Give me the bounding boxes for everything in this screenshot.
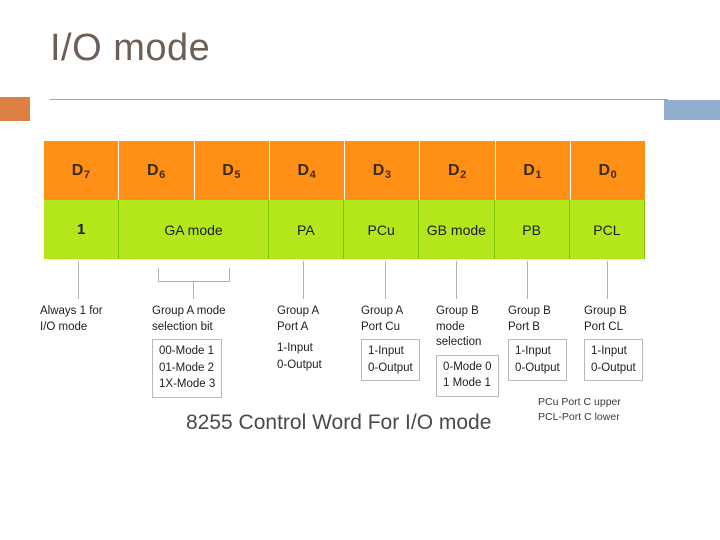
leader-bracket-ga-mode (158, 268, 230, 282)
control-word-bit-row: D7 D6 D5 D4 D3 D2 D1 D0 (44, 141, 645, 200)
annotation-group-b-port-cl: Group B Port CL 1-Input 0-Output (584, 304, 646, 382)
diagram-caption: 8255 Control Word For I/O mode (186, 411, 492, 434)
bit-label-d3: D3 (372, 161, 392, 181)
field-label-pcu: PCu (367, 221, 395, 238)
annotation-caption: Group B Port B (508, 305, 551, 333)
leader-line-ga-mode (193, 281, 194, 299)
leader-line-pa (303, 261, 304, 299)
bit-cell-d1: D1 (496, 141, 571, 200)
annotation-detail: 1-Input 0-Output (277, 342, 322, 371)
annotation-group-a-mode: Group A mode selection bit 00-Mode 1 01-… (152, 304, 262, 399)
field-label-pa: PA (297, 221, 315, 238)
bit-label-d4: D4 (297, 161, 317, 181)
field-label-pb: PB (522, 221, 541, 238)
annotation-group-b-port-b: Group B Port B 1-Input 0-Output (508, 304, 570, 382)
bit-cell-d6: D6 (119, 141, 195, 200)
bit-cell-d3: D3 (345, 141, 421, 200)
field-cell-pcl: PCL (570, 200, 645, 259)
field-cell-always-one: 1 (44, 200, 120, 259)
annotation-caption: Group A mode selection bit (152, 305, 226, 333)
field-label-ga-mode: GA mode (164, 221, 223, 238)
bit-label-d1: D1 (523, 161, 542, 181)
bit-cell-d2: D2 (420, 141, 496, 200)
annotation-caption: Group B mode selection (436, 305, 482, 349)
leader-line-pcu (385, 261, 386, 299)
leader-line-pcl (607, 261, 608, 299)
header-divider-rule (50, 99, 668, 100)
annotation-group-a-port-a: Group A Port A 1-Input 0-Output (277, 304, 339, 373)
leader-line-d7 (78, 261, 79, 299)
annotation-caption: Group B Port CL (584, 305, 627, 333)
annotation-caption: Always 1 for I/O mode (40, 305, 103, 333)
bit-label-d2: D2 (448, 161, 467, 181)
annotation-caption: Group A Port Cu (361, 305, 404, 333)
bit-cell-d0: D0 (571, 141, 645, 200)
annotation-detail-box: 1-Input 0-Output (584, 339, 643, 382)
bit-cell-d5: D5 (195, 141, 270, 200)
bit-label-d5: D5 (222, 161, 241, 181)
field-label-pcl: PCL (593, 221, 621, 238)
annotation-group-a-port-cu: Group A Port Cu 1-Input 0-Output (361, 304, 427, 382)
annotation-caption: Group A Port A (277, 305, 320, 333)
leader-line-pb (527, 261, 528, 299)
header-accent-block-right (664, 100, 720, 120)
field-cell-pcu: PCu (344, 200, 420, 259)
annotation-group-b-mode: Group B mode selection 0-Mode 0 1 Mode 1 (436, 304, 500, 397)
field-label-always-one: 1 (76, 221, 86, 238)
annotation-detail-box: 0-Mode 0 1 Mode 1 (436, 354, 499, 397)
bit-label-d6: D6 (147, 161, 166, 181)
control-word-table: D7 D6 D5 D4 D3 D2 D1 D0 1 GA mode (44, 141, 645, 259)
annotation-always-one: Always 1 for I/O mode (40, 304, 152, 335)
field-cell-pb: PB (495, 200, 570, 259)
page-title: I/O mode (50, 27, 211, 69)
bit-label-d7: D7 (71, 161, 91, 181)
control-word-field-row: 1 GA mode PA PCu GB mode PB PCL (44, 200, 645, 259)
field-cell-ga-mode: GA mode (119, 200, 269, 259)
port-c-legend: PCu Port C upper PCL-Port C lower (538, 396, 621, 424)
annotation-detail-box: 00-Mode 1 01-Mode 2 1X-Mode 3 (152, 339, 223, 399)
header-accent-block-left (0, 97, 30, 121)
annotation-detail-box: 1-Input 0-Output (508, 339, 567, 382)
field-cell-gb-mode: GB mode (419, 200, 495, 259)
bit-cell-d4: D4 (270, 141, 345, 200)
bit-label-d0: D0 (598, 161, 618, 181)
annotation-detail-box: 1-Input 0-Output (361, 339, 420, 382)
bit-cell-d7: D7 (44, 141, 120, 200)
field-cell-pa: PA (269, 200, 344, 259)
field-label-gb-mode: GB mode (426, 221, 486, 238)
leader-line-gb-mode (456, 261, 457, 299)
